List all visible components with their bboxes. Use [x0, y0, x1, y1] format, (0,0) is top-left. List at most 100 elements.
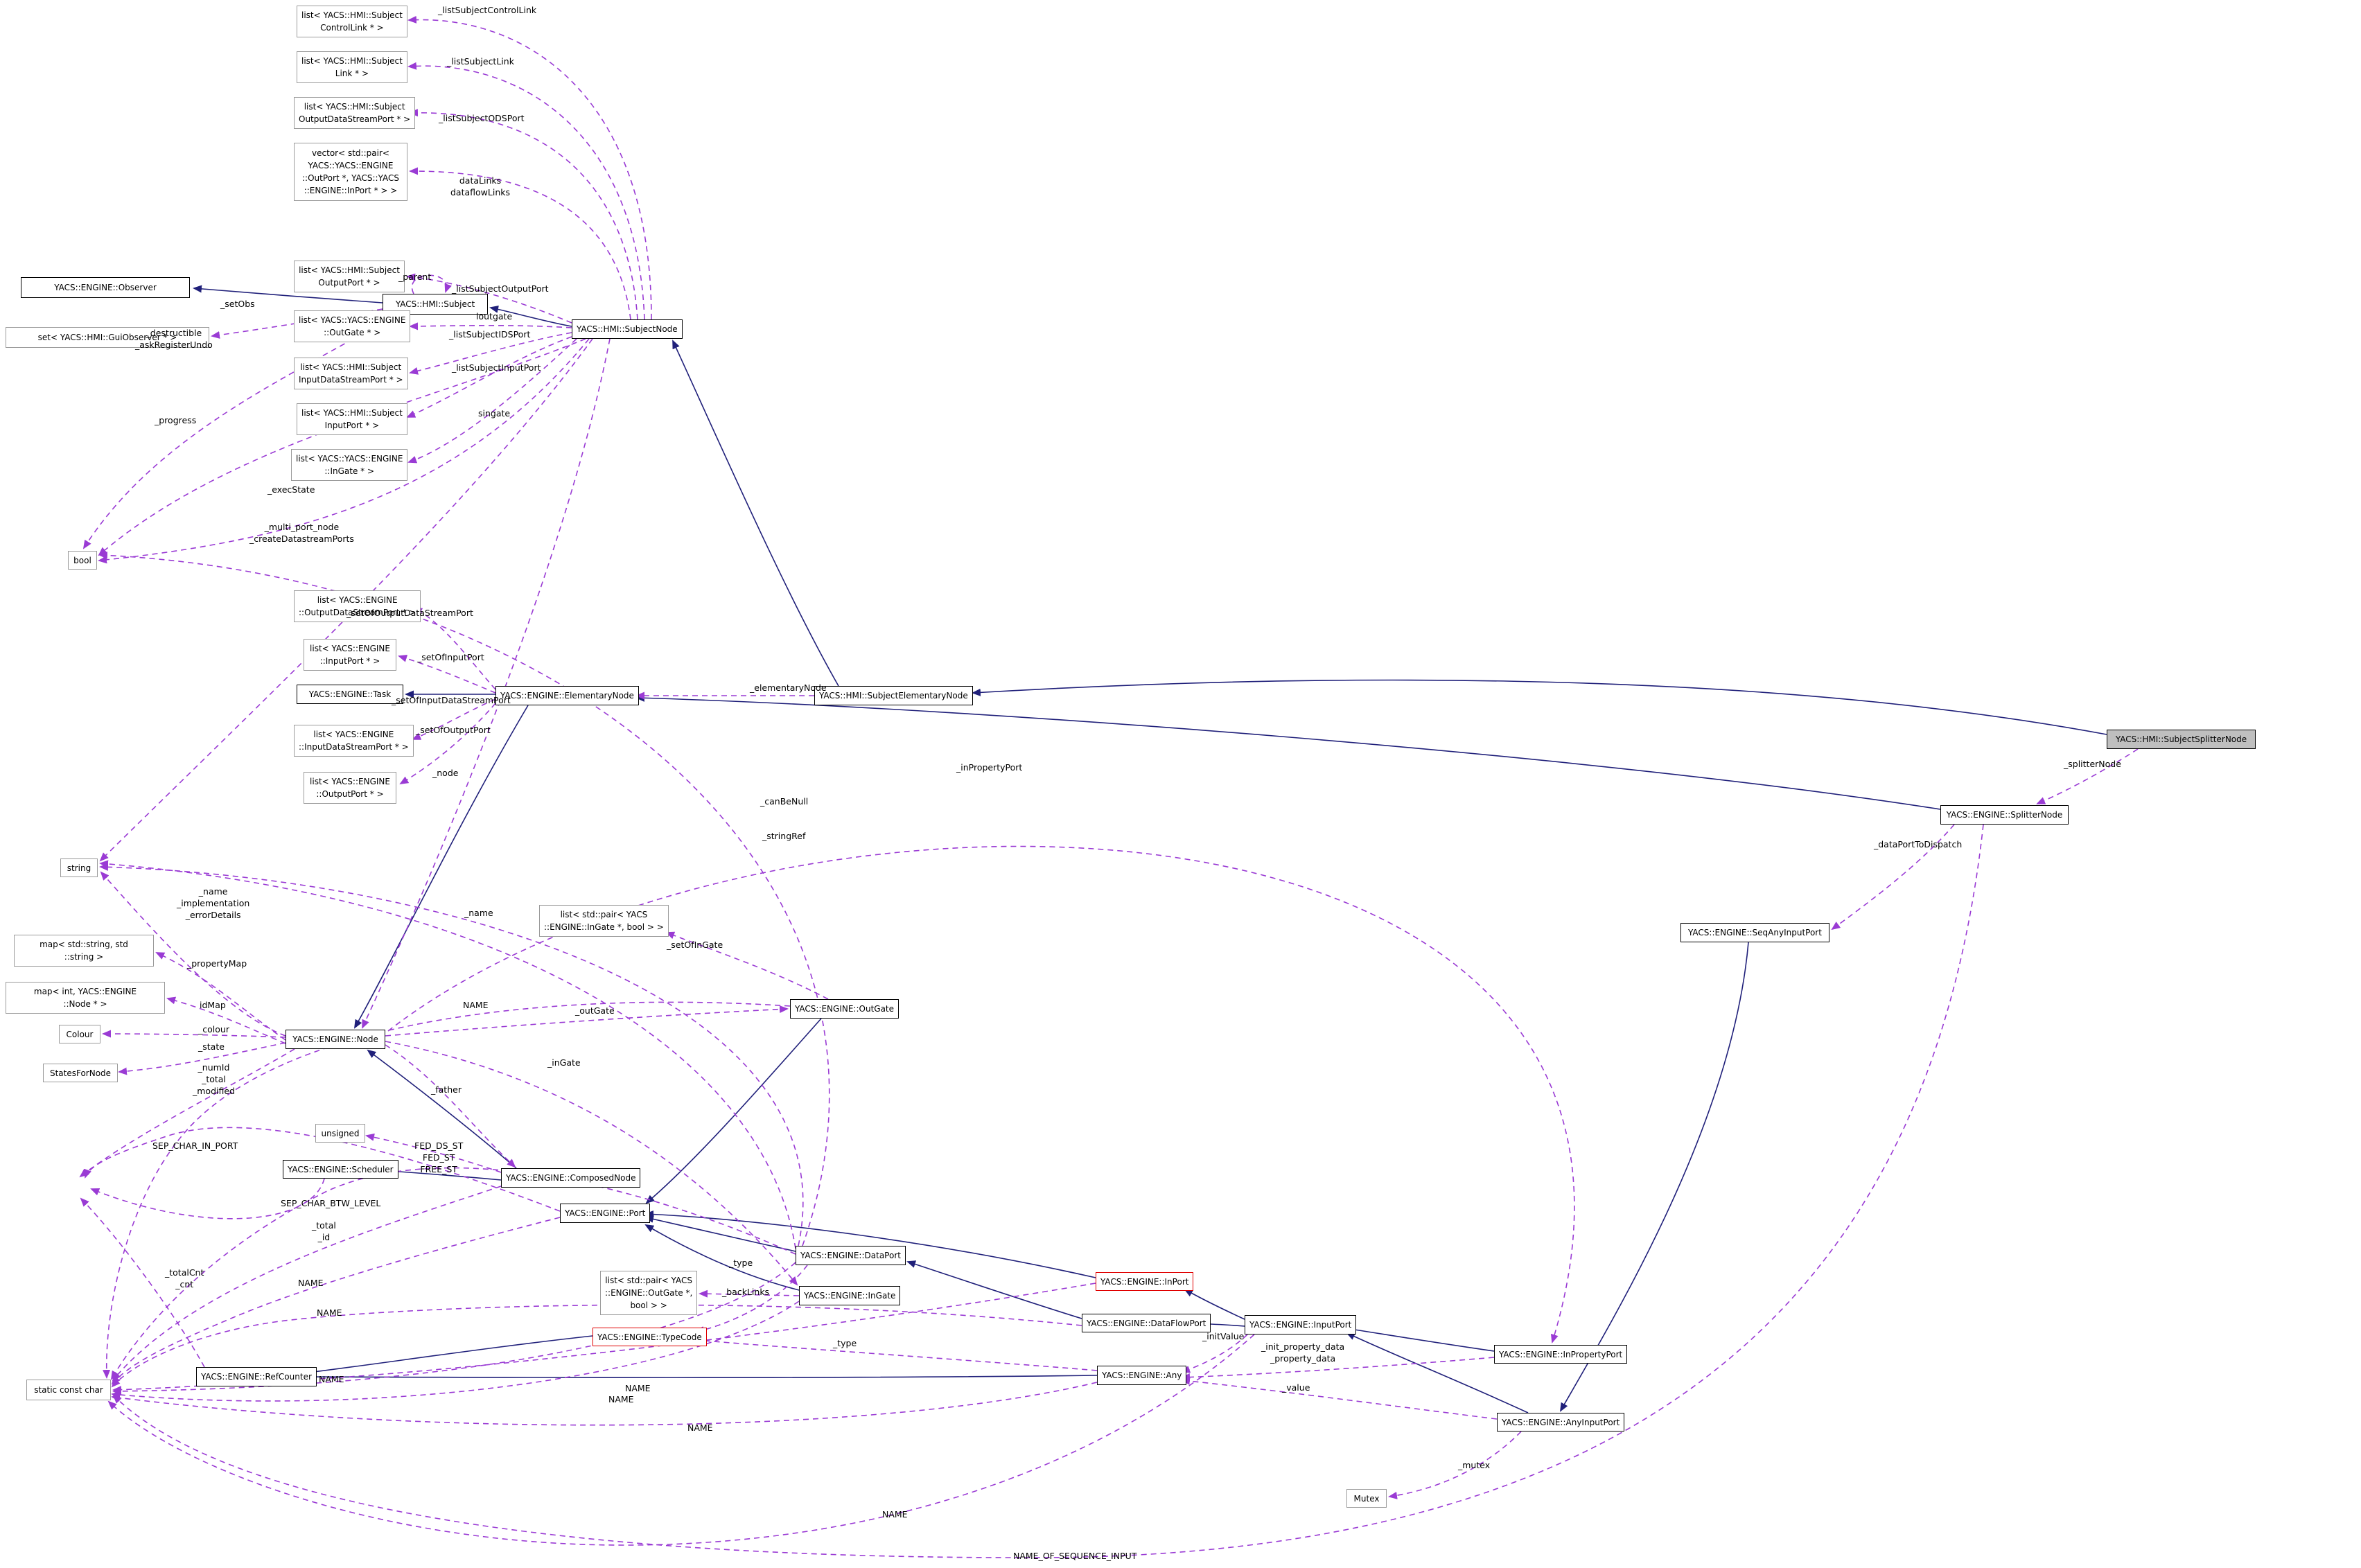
edge-label-line: _outGate	[575, 1005, 615, 1016]
class-node-splitter-node[interactable]: YACS::ENGINE::SplitterNode	[1940, 805, 2069, 825]
edge-label-line: SEP_CHAR_BTW_LEVEL	[281, 1198, 381, 1208]
edge-label-line: _propertyMap	[187, 958, 247, 969]
class-node-anyinput-port[interactable]: YACS::ENGINE::AnyInputPort	[1497, 1413, 1625, 1432]
class-node-port[interactable]: YACS::ENGINE::Port	[560, 1204, 651, 1223]
class-node-unsigned: unsigned	[315, 1124, 365, 1143]
class-node-task[interactable]: YACS::ENGINE::Task	[297, 685, 403, 704]
edge-label: _dataPortToDispatch	[1874, 838, 1962, 850]
edge-label: _type	[729, 1257, 753, 1269]
usage-edge	[407, 338, 577, 464]
class-node-label: YACS::ENGINE::Observer	[54, 283, 157, 292]
class-node-label: map< std::string, std	[40, 940, 128, 949]
edge-label: NAME	[882, 1508, 908, 1520]
class-node-label: YACS::ENGINE::InGate	[804, 1291, 896, 1301]
class-node-dataport[interactable]: YACS::ENGINE::DataPort	[796, 1246, 906, 1265]
edge-label: NAME_OF_SEQUENCE_INPUT	[1013, 1550, 1136, 1562]
edge-label: _setOfOutputDataStreamPort	[346, 607, 473, 619]
usage-edge	[695, 1337, 1098, 1371]
edge-label: _execState	[267, 484, 315, 495]
edge-label-line: _backLinks	[722, 1287, 770, 1297]
class-node-typecode[interactable]: YACS::ENGINE::TypeCode	[593, 1328, 707, 1346]
edge-label-line: _modified	[193, 1086, 235, 1096]
edge-label-line: _setObs	[220, 299, 255, 309]
class-node-subject-splitter-node[interactable]: YACS::HMI::SubjectSplitterNode	[2107, 730, 2256, 749]
class-node-observer[interactable]: YACS::ENGINE::Observer	[21, 277, 190, 298]
class-node-inputport[interactable]: YACS::ENGINE::InputPort	[1245, 1315, 1357, 1334]
usage-edge	[98, 338, 586, 556]
class-node-seqany-inputport[interactable]: YACS::ENGINE::SeqAnyInputPort	[1680, 923, 1829, 942]
class-node-dataflowport[interactable]: YACS::ENGINE::DataFlowPort	[1082, 1314, 1211, 1332]
class-node-composed-node[interactable]: YACS::ENGINE::ComposedNode	[501, 1168, 641, 1188]
class-node-subject-node[interactable]: YACS::HMI::SubjectNode	[572, 319, 683, 339]
edge-label-line: _cnt	[175, 1279, 194, 1289]
inheritance-edge	[644, 1215, 796, 1252]
edge-label: NAME	[298, 1277, 324, 1289]
class-node-scheduler[interactable]: YACS::ENGINE::Scheduler	[283, 1160, 398, 1179]
class-node-colour: Colour	[59, 1025, 100, 1043]
class-node-mutex: Mutex	[1346, 1489, 1387, 1508]
class-node-outgate[interactable]: YACS::ENGINE::OutGate	[790, 999, 899, 1019]
usage-edge	[412, 698, 496, 740]
edge-label-line: _type	[833, 1338, 857, 1348]
class-node-map-int-node: map< int, YACS::ENGINE::Node * >	[6, 982, 165, 1014]
inheritance-edge	[1184, 1289, 1245, 1320]
class-node-map-string-string: map< std::string, std::string >	[14, 935, 154, 967]
class-node-label: list< std::pair< YACS	[605, 1276, 692, 1285]
usage-edge	[695, 1265, 808, 1334]
class-node-inport[interactable]: YACS::ENGINE::InPort	[1096, 1272, 1194, 1291]
edge-label-line: _listSubjectInputPort	[452, 362, 541, 373]
usage-edge	[112, 824, 1984, 1558]
edge-label-line: _dataPortToDispatch	[1874, 839, 1963, 849]
class-node-refcounter[interactable]: YACS::ENGINE::RefCounter	[196, 1367, 317, 1386]
edge-label-line: _state	[198, 1041, 225, 1052]
class-node-inproperty-port[interactable]: YACS::ENGINE::InPropertyPort	[1494, 1345, 1628, 1364]
class-node-label: YACS::ENGINE::OutGate	[795, 1004, 895, 1014]
inheritance-edge	[635, 694, 1941, 810]
edge-label-line: _inPropertyPort	[956, 762, 1023, 773]
edge-label: _listSubjectODSPort	[439, 112, 525, 124]
class-node-lst-pair-outgate-bool: list< std::pair< YACS::ENGINE::OutGate *…	[600, 1271, 698, 1315]
usage-edge	[699, 1289, 800, 1298]
usage-edge	[111, 1301, 800, 1402]
class-node-label: list< YACS::HMI::Subject	[301, 10, 403, 20]
usage-edge	[102, 1030, 286, 1038]
inheritance-edge	[354, 705, 529, 1029]
class-node-label: YACS::ENGINE::ElementaryNode	[500, 691, 634, 701]
inheritance-edge	[672, 340, 839, 687]
edge-label: _listSubjectLink	[447, 55, 514, 67]
class-node-subject[interactable]: YACS::HMI::Subject	[383, 294, 488, 315]
edge-label: _progress	[155, 414, 196, 426]
inheritance-edge	[644, 1224, 800, 1291]
class-node-ingate[interactable]: YACS::ENGINE::InGate	[799, 1286, 901, 1305]
usage-edge	[90, 1178, 325, 1219]
usage-edge	[362, 338, 611, 1029]
usage-edge	[112, 1262, 796, 1395]
edge-label-line: _mutex	[1458, 1460, 1491, 1470]
class-node-node[interactable]: YACS::ENGINE::Node	[286, 1030, 385, 1049]
edge-label-line: _destructible	[146, 328, 202, 338]
edge-label: _totalCnt_cnt	[165, 1267, 204, 1290]
edge-label: _colour	[198, 1023, 229, 1035]
edge-label: _total_id	[312, 1219, 336, 1243]
edge-label: _mutex	[1458, 1459, 1490, 1471]
class-node-label: unsigned	[321, 1128, 360, 1138]
class-node-label: ::string >	[64, 952, 104, 962]
edge-label-line: _multi_port_node	[264, 522, 340, 532]
class-node-subject-elementary-node[interactable]: YACS::HMI::SubjectElementaryNode	[814, 686, 973, 705]
usage-edge	[387, 845, 1575, 1344]
class-node-label: ::OutputDataStreamPort * >	[299, 608, 416, 617]
usage-edge	[100, 871, 286, 1037]
class-node-any[interactable]: YACS::ENGINE::Any	[1097, 1366, 1187, 1385]
class-node-label: YACS::ENGINE::Node	[292, 1034, 378, 1044]
class-node-elementary-node[interactable]: YACS::ENGINE::ElementaryNode	[495, 686, 639, 705]
inheritance-edge	[644, 1210, 1096, 1278]
edge-label-line: _errorDetails	[185, 910, 241, 920]
usage-edge	[399, 703, 496, 785]
class-node-label: ::Node * >	[63, 999, 107, 1009]
edge-label-line: _total	[312, 1220, 336, 1231]
usage-edge	[112, 1283, 1096, 1394]
class-node-label: ::ENGINE::InGate *, bool > >	[544, 922, 664, 932]
